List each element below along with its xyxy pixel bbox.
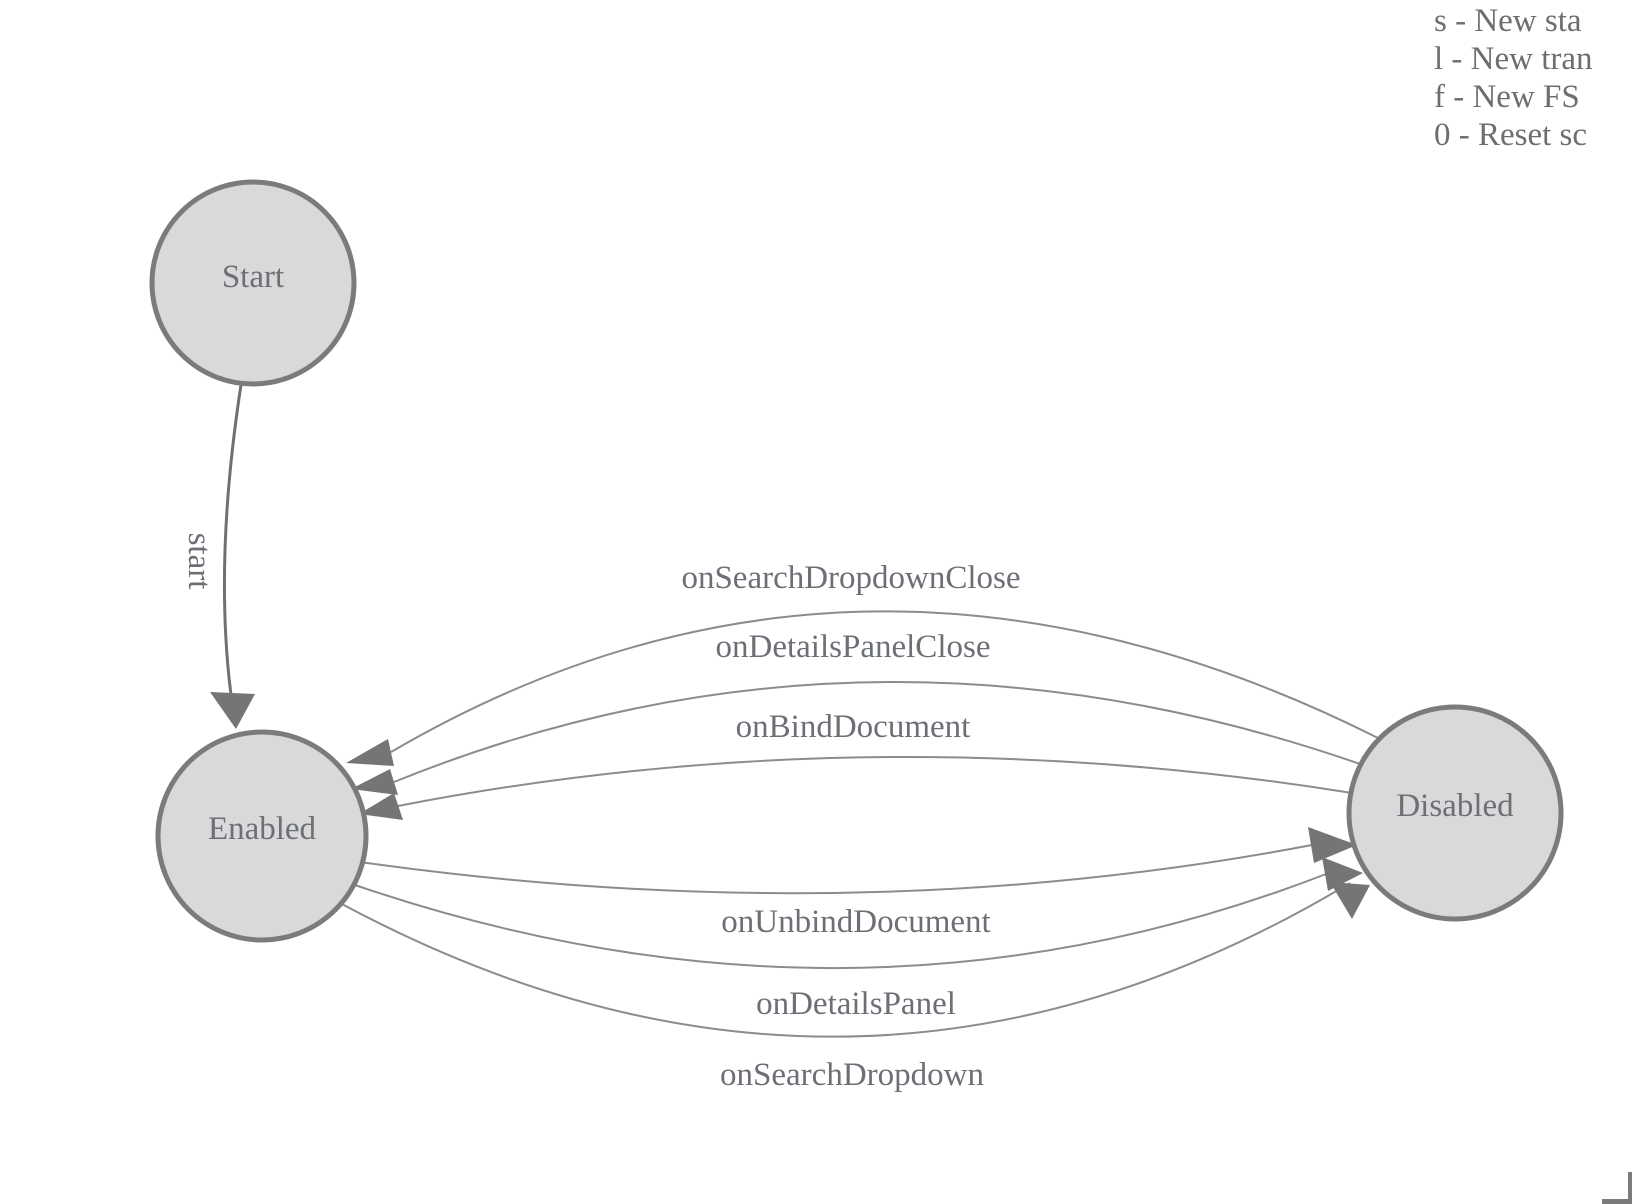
edge-onDetailsPanelClose[interactable] [393, 681, 1364, 783]
edge-start[interactable] [222, 384, 243, 696]
state-label-start: Start [222, 259, 284, 295]
edges-layer [222, 384, 1379, 1038]
shortcut-legend-line: 0 - Reset sc [1434, 117, 1588, 153]
edge-label-onBindDocument[interactable]: onBindDocument [736, 709, 971, 745]
edge-arrowhead-onSearchDropdown [1330, 882, 1370, 919]
edge-arrowhead-onSearchDropdownClose [346, 739, 394, 766]
arrowheads-layer [210, 692, 1370, 919]
scrollbar-corner [1602, 1199, 1632, 1204]
edge-label-onDetailsPanel[interactable]: onDetailsPanel [756, 986, 956, 1022]
nodes-layer [149, 179, 1564, 943]
edge-arrowhead-onDetailsPanelClose [351, 769, 398, 795]
edge-onDetailsPanel[interactable] [351, 873, 1327, 969]
edge-arrowhead-start [210, 692, 255, 729]
edge-label-onDetailsPanelClose[interactable]: onDetailsPanelClose [716, 629, 991, 665]
edge-label-onSearchDropdown[interactable]: onSearchDropdown [720, 1057, 984, 1093]
shortcut-legend-line: s - New sta [1434, 3, 1582, 39]
edge-onUnbindDocument[interactable] [359, 844, 1313, 895]
shortcut-legend: s - New sta l - New tran f - New FS 0 - … [1434, 2, 1593, 154]
edge-label-onUnbindDocument[interactable]: onUnbindDocument [721, 904, 990, 940]
edge-onBindDocument[interactable] [397, 756, 1353, 807]
state-node-start[interactable] [149, 179, 357, 387]
state-node-enabled[interactable] [155, 729, 369, 943]
edge-onSearchDropdownClose[interactable] [390, 610, 1379, 753]
edge-arrowhead-onUnbindDocument [1308, 827, 1357, 863]
shortcut-legend-line: f - New FS [1434, 79, 1580, 115]
edge-label-onSearchDropdownClose[interactable]: onSearchDropdownClose [681, 560, 1020, 596]
labels-layer: Start Enabled Disabled start onSearchDro… [181, 259, 1514, 1093]
state-node-disabled[interactable] [1346, 704, 1564, 922]
state-label-disabled: Disabled [1396, 788, 1514, 824]
edge-arrowhead-onBindDocument [359, 793, 403, 820]
scrollbar-corner [1628, 1172, 1632, 1204]
edge-onSearchDropdown[interactable] [339, 882, 1351, 1038]
state-label-enabled: Enabled [208, 811, 317, 847]
shortcut-legend-line: l - New tran [1434, 41, 1593, 77]
edge-label-start[interactable]: start [181, 533, 217, 590]
